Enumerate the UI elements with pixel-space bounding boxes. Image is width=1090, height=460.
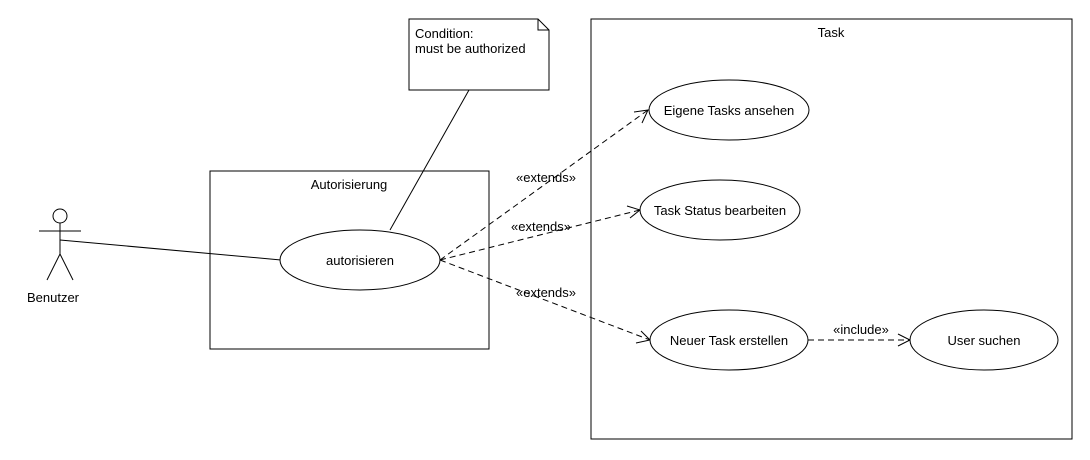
use-case-autorisieren: autorisieren: [279, 229, 441, 291]
condition-note: Condition: must be authorized: [408, 18, 550, 91]
association-line: [59, 239, 282, 261]
actor-label: Benutzer: [27, 290, 80, 305]
use-case-user-suchen-label: User suchen: [948, 333, 1021, 348]
note-line-1: Condition:: [415, 26, 474, 41]
actor-benutzer: Benutzer: [27, 208, 81, 305]
use-case-task-status-label: Task Status bearbeiten: [654, 203, 786, 218]
use-case-eigene-tasks: Eigene Tasks ansehen: [648, 79, 810, 141]
extends-label-3: «extends»: [516, 285, 576, 300]
task-system-title: Task: [818, 25, 845, 40]
extends-label-2: «extends»: [511, 219, 571, 234]
use-case-task-status: Task Status bearbeiten: [639, 179, 801, 241]
actor-head: [52, 208, 68, 224]
use-case-autorisieren-label: autorisieren: [326, 253, 394, 268]
extends-label-1: «extends»: [516, 170, 576, 185]
use-case-neuer-task-label: Neuer Task erstellen: [670, 333, 788, 348]
extends-arrow-eigene-tasks: [439, 109, 649, 261]
include-label: «include»: [833, 322, 889, 337]
autorisierung-system-title: Autorisierung: [311, 177, 388, 192]
use-case-user-suchen: User suchen: [909, 309, 1059, 371]
autorisierung-system-boundary: Autorisierung: [209, 170, 490, 350]
use-case-neuer-task: Neuer Task erstellen: [649, 309, 809, 371]
note-line-2: must be authorized: [415, 41, 526, 56]
use-case-eigene-tasks-label: Eigene Tasks ansehen: [664, 103, 795, 118]
note-anchor-line: [389, 89, 470, 231]
